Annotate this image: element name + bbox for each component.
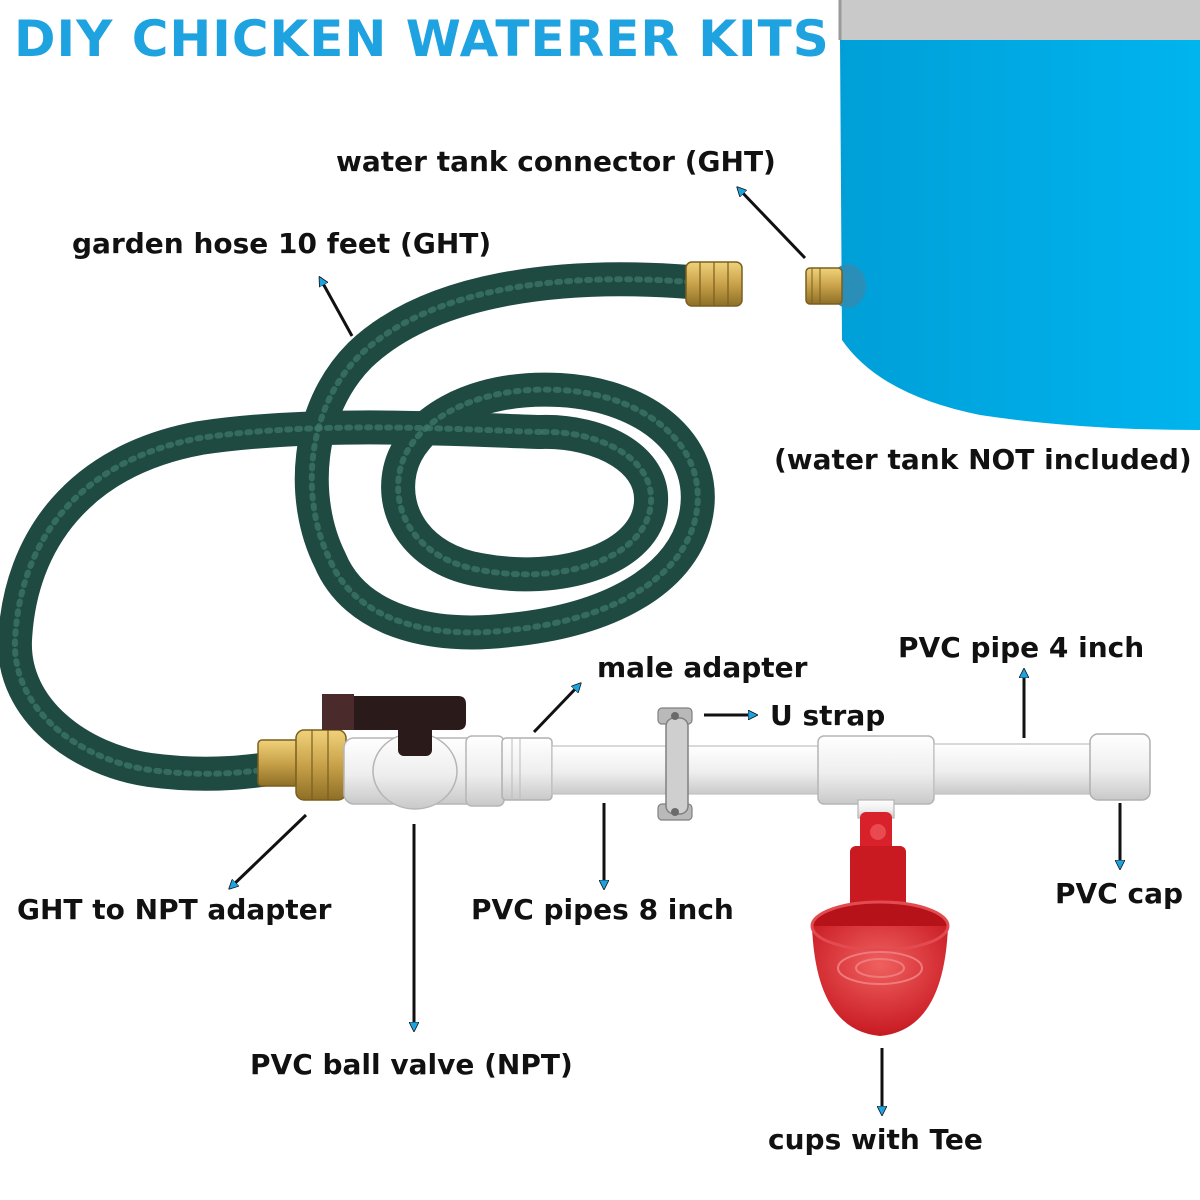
- ght-npt-adapter: [257, 729, 347, 801]
- pvc-pipe-4-inch: [933, 743, 1093, 795]
- label-u-strap: U strap: [770, 699, 886, 732]
- label-male-adapter: male adapter: [597, 651, 808, 684]
- label-pvc-pipe-4-inch: PVC pipe 4 inch: [898, 631, 1145, 664]
- u-strap: [657, 707, 693, 821]
- pvc-ball-valve: [322, 694, 505, 810]
- label-water-tank-not-included: (water tank NOT included): [774, 443, 1192, 476]
- label-water-tank-connector: water tank connector (GHT): [336, 145, 776, 178]
- label-pvc-pipes-8-inch: PVC pipes 8 inch: [471, 893, 734, 926]
- pvc-cap: [1089, 733, 1151, 801]
- arrow-male-adapter: [532, 684, 580, 734]
- label-cups-with-tee: cups with Tee: [768, 1123, 983, 1156]
- garden-hose: [0, 262, 715, 791]
- male-adapter: [501, 737, 553, 801]
- label-ght-to-npt-adapter: GHT to NPT adapter: [17, 893, 332, 926]
- label-pvc-ball-valve: PVC ball valve (NPT): [250, 1048, 573, 1081]
- tank-connector-fitting: [805, 264, 866, 308]
- page-title: DIY CHICKEN WATERER KITS: [14, 10, 830, 68]
- water-tank: [800, 0, 1200, 430]
- label-garden-hose: garden hose 10 feet (GHT): [72, 227, 492, 260]
- chicken-water-cup: [810, 812, 950, 1036]
- hose-end-coupling: [685, 261, 743, 307]
- label-pvc-cap: PVC cap: [1055, 877, 1184, 910]
- callout-arrows: [230, 188, 1120, 1114]
- arrow-ght-npt: [230, 813, 308, 888]
- pvc-tee: [817, 735, 935, 819]
- arrow-tank-connector: [738, 188, 807, 260]
- arrow-garden-hose: [320, 278, 354, 337]
